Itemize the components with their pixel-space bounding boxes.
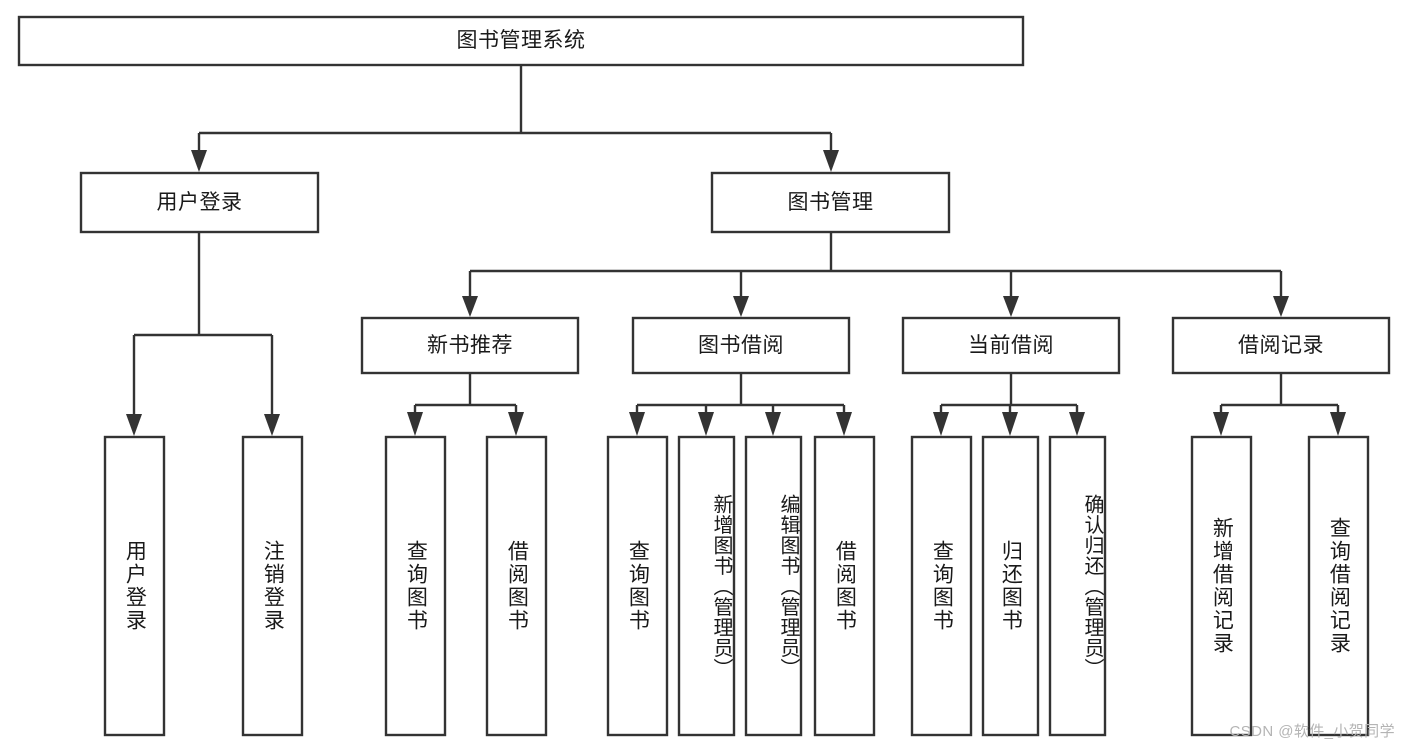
- node-box-book-management[interactable]: [710, 171, 951, 234]
- node-box-leaf-borrow-book-1[interactable]: [485, 435, 548, 737]
- node-box-user-login[interactable]: [79, 171, 320, 234]
- node-box-leaf-user-login[interactable]: [103, 435, 166, 737]
- arrow-head-user-login: [191, 150, 207, 172]
- arrow-head-leaf-user-login: [126, 414, 142, 436]
- arrow-head-leaf-query-book-2: [629, 412, 645, 436]
- arrow-head-leaf-query-book-3: [933, 412, 949, 436]
- arrow-head-leaf-add-book: [698, 412, 714, 436]
- arrow-head-leaf-user-logout: [264, 414, 280, 436]
- arrow-head-leaf-borrow-book-2: [836, 412, 852, 436]
- connector-book-management-to-level2: [462, 232, 1289, 317]
- node-box-leaf-edit-book[interactable]: [744, 435, 803, 737]
- node-box-leaf-confirm-return[interactable]: [1048, 435, 1107, 737]
- node-box-leaf-query-book-2[interactable]: [606, 435, 669, 737]
- arrow-head-book-borrow: [733, 296, 749, 317]
- node-box-leaf-return-book[interactable]: [981, 435, 1040, 737]
- node-box-leaf-query-book-3[interactable]: [910, 435, 973, 737]
- arrow-head-leaf-add-record: [1213, 412, 1229, 436]
- connector-current-borrow-to-leaves: [933, 373, 1085, 436]
- connector-root-to-level1: [191, 65, 839, 172]
- arrow-head-current-borrow: [1003, 296, 1019, 317]
- arrow-head-leaf-query-book-1: [407, 412, 423, 436]
- node-box-current-borrow[interactable]: [901, 316, 1121, 375]
- node-box-new-book-recommend[interactable]: [360, 316, 580, 375]
- node-box-book-borrow[interactable]: [631, 316, 851, 375]
- node-box-leaf-borrow-book-2[interactable]: [813, 435, 876, 737]
- arrow-head-new-book-recommend: [462, 296, 478, 317]
- node-box-leaf-add-record[interactable]: [1190, 435, 1253, 737]
- node-box-leaf-query-record[interactable]: [1307, 435, 1370, 737]
- node-box-leaf-query-book-1[interactable]: [384, 435, 447, 737]
- arrow-head-borrow-record: [1273, 296, 1289, 317]
- connector-borrow-record-to-leaves: [1213, 373, 1346, 436]
- node-box-root[interactable]: [17, 15, 1025, 67]
- connector-new-book-recommend-to-leaves: [407, 373, 524, 436]
- connector-user-login-to-leaves: [126, 232, 280, 436]
- arrow-head-leaf-query-record: [1330, 412, 1346, 436]
- node-box-borrow-record[interactable]: [1171, 316, 1391, 375]
- node-box-leaf-user-logout[interactable]: [241, 435, 304, 737]
- arrow-head-book-management: [823, 150, 839, 172]
- arrow-head-leaf-confirm-return: [1069, 412, 1085, 436]
- watermark-text: CSDN @软件_小贺同学: [1229, 723, 1395, 740]
- arrow-head-leaf-edit-book: [765, 412, 781, 436]
- arrow-head-leaf-return-book: [1002, 412, 1018, 436]
- node-box-leaf-add-book[interactable]: [677, 435, 736, 737]
- connector-book-borrow-to-leaves: [629, 373, 852, 436]
- arrow-head-leaf-borrow-book-1: [508, 412, 524, 436]
